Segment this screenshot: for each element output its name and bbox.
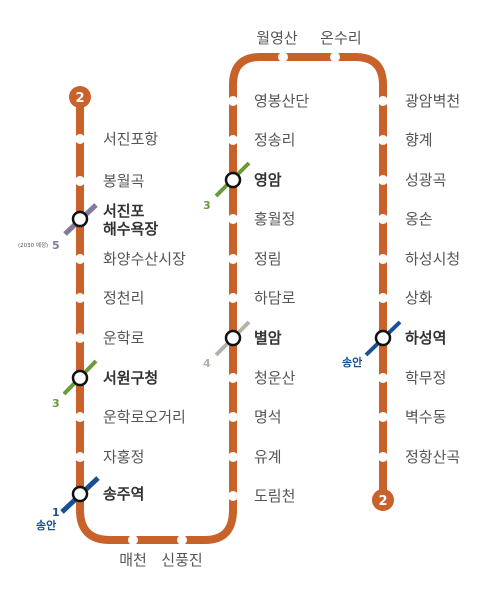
station-dot[interactable] [228, 96, 238, 106]
station-label: 향계 [405, 131, 433, 149]
station-dot[interactable] [228, 214, 238, 224]
station-dot[interactable] [378, 96, 388, 106]
station-label: 신풍진 [161, 551, 202, 569]
line-1-name: 송안 [36, 518, 56, 532]
transfer-station-dot[interactable] [224, 171, 242, 189]
station-dot[interactable] [378, 452, 388, 462]
station-dot[interactable] [378, 373, 388, 383]
station-label: 옹손 [405, 210, 433, 228]
station-label: 별암 [254, 329, 282, 347]
station-dot[interactable] [228, 254, 238, 264]
station-label: 도림천 [254, 487, 295, 505]
station-label: 유계 [254, 448, 282, 466]
station-dot[interactable] [228, 293, 238, 303]
transfer-station-dot[interactable] [71, 369, 89, 387]
station-dot[interactable] [177, 535, 187, 545]
terminal-bottom-badge: 2 [372, 489, 394, 511]
station-label: 정림 [254, 250, 282, 268]
line-1-number: 1 [52, 506, 60, 519]
transfer-station-dot[interactable] [374, 329, 392, 347]
station-dot[interactable] [378, 214, 388, 224]
station-label: 월영산 [256, 29, 298, 47]
terminal-bottom-number: 2 [378, 494, 387, 509]
station-dot[interactable] [378, 293, 388, 303]
line-5-number: 5 [52, 239, 60, 252]
line-1-name-b: 송안 [342, 355, 362, 369]
station-label: 청운산 [254, 369, 296, 387]
station-dot[interactable] [378, 254, 388, 264]
station-dot[interactable] [378, 175, 388, 185]
station-dot[interactable] [75, 333, 85, 343]
transfer-station-dot[interactable] [71, 210, 89, 228]
station-dot[interactable] [228, 452, 238, 462]
station-label: 운학로오거리 [103, 408, 186, 426]
station-label: 서진포 [103, 202, 145, 220]
line-3-number-a: 3 [52, 397, 60, 410]
station-label: 광암벽천 [405, 92, 460, 110]
station-label: 자홍정 [103, 448, 144, 466]
station-label: 하담로 [254, 289, 296, 307]
station-label: 상화 [405, 289, 433, 307]
terminal-top-badge: 2 [69, 86, 91, 108]
station-label: 서원구청 [103, 369, 158, 387]
station-dot[interactable] [128, 535, 138, 545]
station-dot[interactable] [378, 412, 388, 422]
station-label: 해수욕장 [103, 220, 158, 238]
terminal-top-number: 2 [75, 91, 84, 106]
station-dot[interactable] [75, 254, 85, 264]
station-label: 화양수산시장 [103, 250, 186, 268]
station-label: 운학로 [103, 329, 145, 347]
line-3-number-b: 3 [203, 199, 211, 212]
line-5-note: (2030 예정) [18, 241, 48, 249]
station-dot[interactable] [228, 373, 238, 383]
station-dot[interactable] [75, 176, 85, 186]
station-dot[interactable] [75, 293, 85, 303]
station-label: 영암 [254, 171, 282, 189]
station-dot[interactable] [330, 52, 340, 62]
transfer-station-dot[interactable] [224, 329, 242, 347]
station-label: 온수리 [320, 29, 361, 47]
station-label: 명석 [254, 408, 282, 426]
station-label: 정송리 [254, 131, 295, 149]
station-dot[interactable] [75, 412, 85, 422]
station-label: 학무정 [405, 369, 446, 387]
station-label: 매천 [119, 551, 147, 569]
station-label: 영봉산단 [254, 92, 309, 110]
station-label: 서진포항 [103, 130, 158, 148]
station-dot[interactable] [75, 134, 85, 144]
station-label: 송주역 [103, 485, 144, 503]
station-label: 벽수동 [405, 408, 447, 426]
station-dot[interactable] [75, 452, 85, 462]
station-label: 홍월정 [254, 210, 295, 228]
station-dot[interactable] [228, 135, 238, 145]
station-label: 봉월곡 [103, 172, 144, 190]
station-label: 하성역 [405, 329, 446, 347]
station-dot[interactable] [378, 135, 388, 145]
station-label: 하성시청 [405, 250, 460, 268]
station-label: 정항산곡 [405, 448, 460, 466]
station-dot[interactable] [278, 52, 288, 62]
line-4-number: 4 [203, 357, 211, 370]
station-label: 성광곡 [405, 171, 446, 189]
station-label: 정천리 [103, 289, 144, 307]
station-dot[interactable] [228, 491, 238, 501]
station-dot[interactable] [228, 412, 238, 422]
transfer-station-dot[interactable] [71, 485, 89, 503]
